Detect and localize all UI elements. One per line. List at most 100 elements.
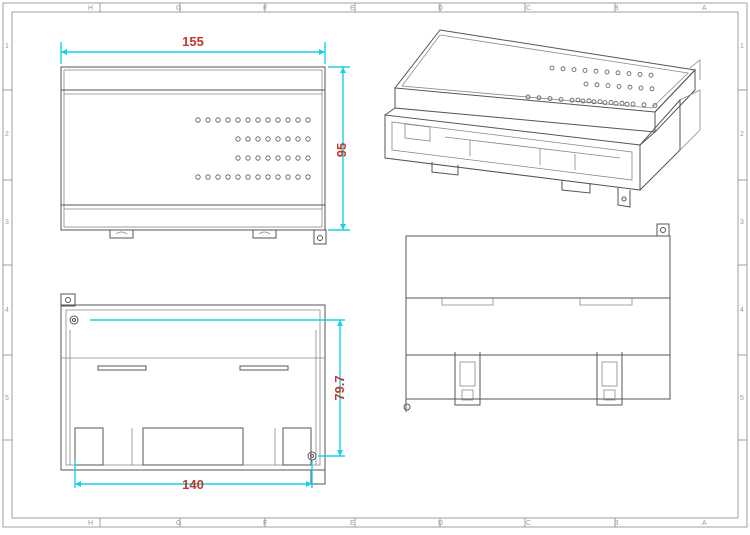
zone-label: B xyxy=(614,520,619,527)
led-dot xyxy=(195,174,201,180)
led-dot xyxy=(624,101,630,107)
zone-labels-bottom: H G F E D C B A xyxy=(88,520,707,527)
zone-label: 5 xyxy=(740,395,744,402)
zone-label: 4 xyxy=(5,307,9,314)
zone-label: E xyxy=(350,520,355,527)
led-dot xyxy=(235,155,241,161)
led-dot xyxy=(608,100,614,105)
led-dot xyxy=(235,136,241,142)
led-dot xyxy=(305,136,311,142)
led-dot xyxy=(205,174,211,180)
zone-labels-left: 1 2 3 4 5 xyxy=(5,43,9,402)
led-dot xyxy=(575,97,581,103)
led-dot xyxy=(265,117,271,123)
led-dot xyxy=(583,81,589,87)
led-dot xyxy=(649,86,655,92)
led-dot xyxy=(255,117,261,123)
zone-label: F xyxy=(263,5,267,12)
led-dot xyxy=(205,117,211,123)
led-dot xyxy=(597,99,603,104)
zone-label: 3 xyxy=(740,219,744,226)
side-view xyxy=(403,223,671,412)
led-dot xyxy=(245,136,251,142)
zone-label: 1 xyxy=(5,43,9,50)
led-dot xyxy=(613,101,619,106)
led-dot xyxy=(591,99,597,105)
led-dot xyxy=(638,85,644,91)
front-view xyxy=(60,66,327,245)
zone-labels-right: 1 2 3 4 5 xyxy=(740,43,744,402)
led-dot xyxy=(604,69,610,75)
zone-label: D xyxy=(438,520,443,527)
led-dot xyxy=(602,100,608,105)
led-dot-grid xyxy=(525,65,658,108)
zone-label: 1 xyxy=(740,43,744,50)
led-dot xyxy=(285,117,291,123)
led-dot xyxy=(582,68,588,73)
led-dot xyxy=(619,100,625,106)
led-dot xyxy=(245,174,251,180)
back-view xyxy=(60,293,326,485)
led-dot xyxy=(295,174,301,180)
zone-label: H xyxy=(88,520,93,527)
led-dot xyxy=(305,155,311,161)
led-dot xyxy=(255,155,261,161)
led-dot xyxy=(525,94,531,100)
led-dot xyxy=(637,72,643,77)
led-dot xyxy=(265,174,271,180)
led-dot xyxy=(235,117,241,123)
led-dot xyxy=(586,98,592,104)
led-dot xyxy=(305,117,311,123)
zone-label: 5 xyxy=(5,395,9,402)
dimension-label: 155 xyxy=(182,34,204,49)
led-dot xyxy=(275,174,281,180)
led-dot xyxy=(630,101,636,107)
zone-label: 4 xyxy=(740,307,744,314)
led-dot xyxy=(627,84,633,90)
led-dot xyxy=(295,136,301,142)
zone-label: G xyxy=(176,5,181,12)
led-dot xyxy=(558,97,564,102)
zone-label: C xyxy=(526,520,531,527)
zone-label: G xyxy=(176,520,181,527)
led-dot xyxy=(285,174,291,180)
led-dot xyxy=(615,70,621,76)
led-dot xyxy=(594,82,600,88)
led-dot xyxy=(549,65,555,71)
led-dot xyxy=(225,117,231,123)
led-dot xyxy=(275,117,281,123)
dimension-label: 79.7 xyxy=(332,375,347,400)
zone-label: E xyxy=(350,5,355,12)
back-height-dimension: 79.7 xyxy=(90,319,347,457)
zone-label: F xyxy=(263,520,267,527)
led-dot xyxy=(536,95,542,101)
led-dot xyxy=(626,71,632,76)
led-dot xyxy=(245,117,251,123)
led-dot xyxy=(265,155,271,161)
led-dot xyxy=(547,96,553,101)
led-dot xyxy=(225,174,231,180)
front-width-dimension: 155 xyxy=(60,34,326,64)
zone-labels-top: H G F E D C B A xyxy=(88,5,707,12)
zone-label: 3 xyxy=(5,219,9,226)
led-dot xyxy=(648,72,654,78)
led-dot-grid xyxy=(195,117,311,180)
led-dot xyxy=(605,83,611,88)
zone-label: B xyxy=(614,5,619,12)
led-dot xyxy=(571,67,577,72)
led-dot xyxy=(305,174,311,180)
led-dot xyxy=(255,174,261,180)
led-dot xyxy=(275,155,281,161)
zone-label: C xyxy=(526,5,531,12)
dimension-label: 95 xyxy=(334,143,349,157)
led-dot xyxy=(235,174,241,180)
led-dot xyxy=(593,68,599,74)
led-dot xyxy=(560,66,566,72)
led-dot xyxy=(641,102,647,108)
led-dot xyxy=(245,155,251,161)
zone-label: D xyxy=(438,5,443,12)
led-dot xyxy=(275,136,281,142)
led-dot xyxy=(652,103,658,108)
